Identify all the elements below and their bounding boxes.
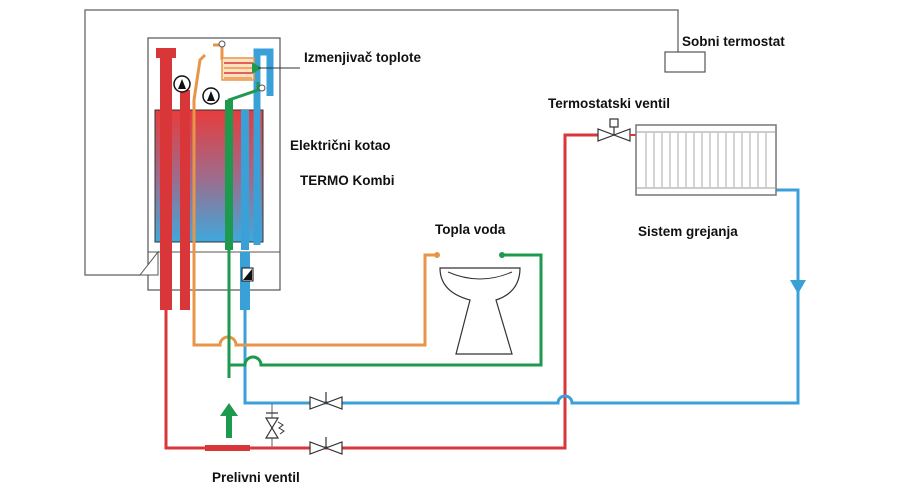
overflow-valve <box>264 403 285 448</box>
heat-exchanger-label: Izmenjivač toplote <box>304 50 422 65</box>
supply-pipe-red-thick-2 <box>180 90 190 310</box>
room-thermostat-label: Sobni termostat <box>682 34 785 49</box>
supply-outlet-top <box>156 48 176 58</box>
overflow-valve-label: Prelivni ventil <box>212 470 300 485</box>
heating-system-label: Sistem grejanja <box>638 224 738 239</box>
cold-water-green-thick <box>225 100 233 250</box>
hot-water-tap-dot <box>434 252 440 258</box>
overflow-red-line <box>205 445 250 451</box>
hot-water-pipe-orange <box>192 53 437 347</box>
flow-direction-arrow <box>790 280 806 294</box>
return-sensor <box>241 267 254 282</box>
return-shutoff-valve <box>309 392 343 410</box>
radiator <box>635 124 777 196</box>
sink <box>439 267 521 355</box>
heat-exchanger <box>218 40 266 92</box>
cold-water-inlet-arrow <box>220 403 238 416</box>
pump-2 <box>202 87 220 105</box>
supply-pipe-red-thick <box>160 52 172 310</box>
supply-shutoff-valve <box>309 437 343 455</box>
cold-water-inlet-stem <box>226 416 232 438</box>
return-pipe-blue-upper <box>253 48 274 245</box>
boiler-label-line1: Električni kotao <box>290 138 391 153</box>
room-thermostat-box <box>664 51 706 73</box>
cold-water-tap-dot <box>499 252 505 258</box>
hot-water-label: Topla voda <box>435 222 506 237</box>
thermostat-wire <box>84 9 679 276</box>
boiler-label-line2: TERMO Kombi <box>300 173 395 188</box>
control-unit <box>138 250 159 276</box>
thermostatic-valve-label: Termostatski ventil <box>548 96 670 111</box>
pump-1 <box>173 75 191 93</box>
return-pipe-blue <box>243 188 800 405</box>
thermostatic-valve <box>597 118 631 142</box>
